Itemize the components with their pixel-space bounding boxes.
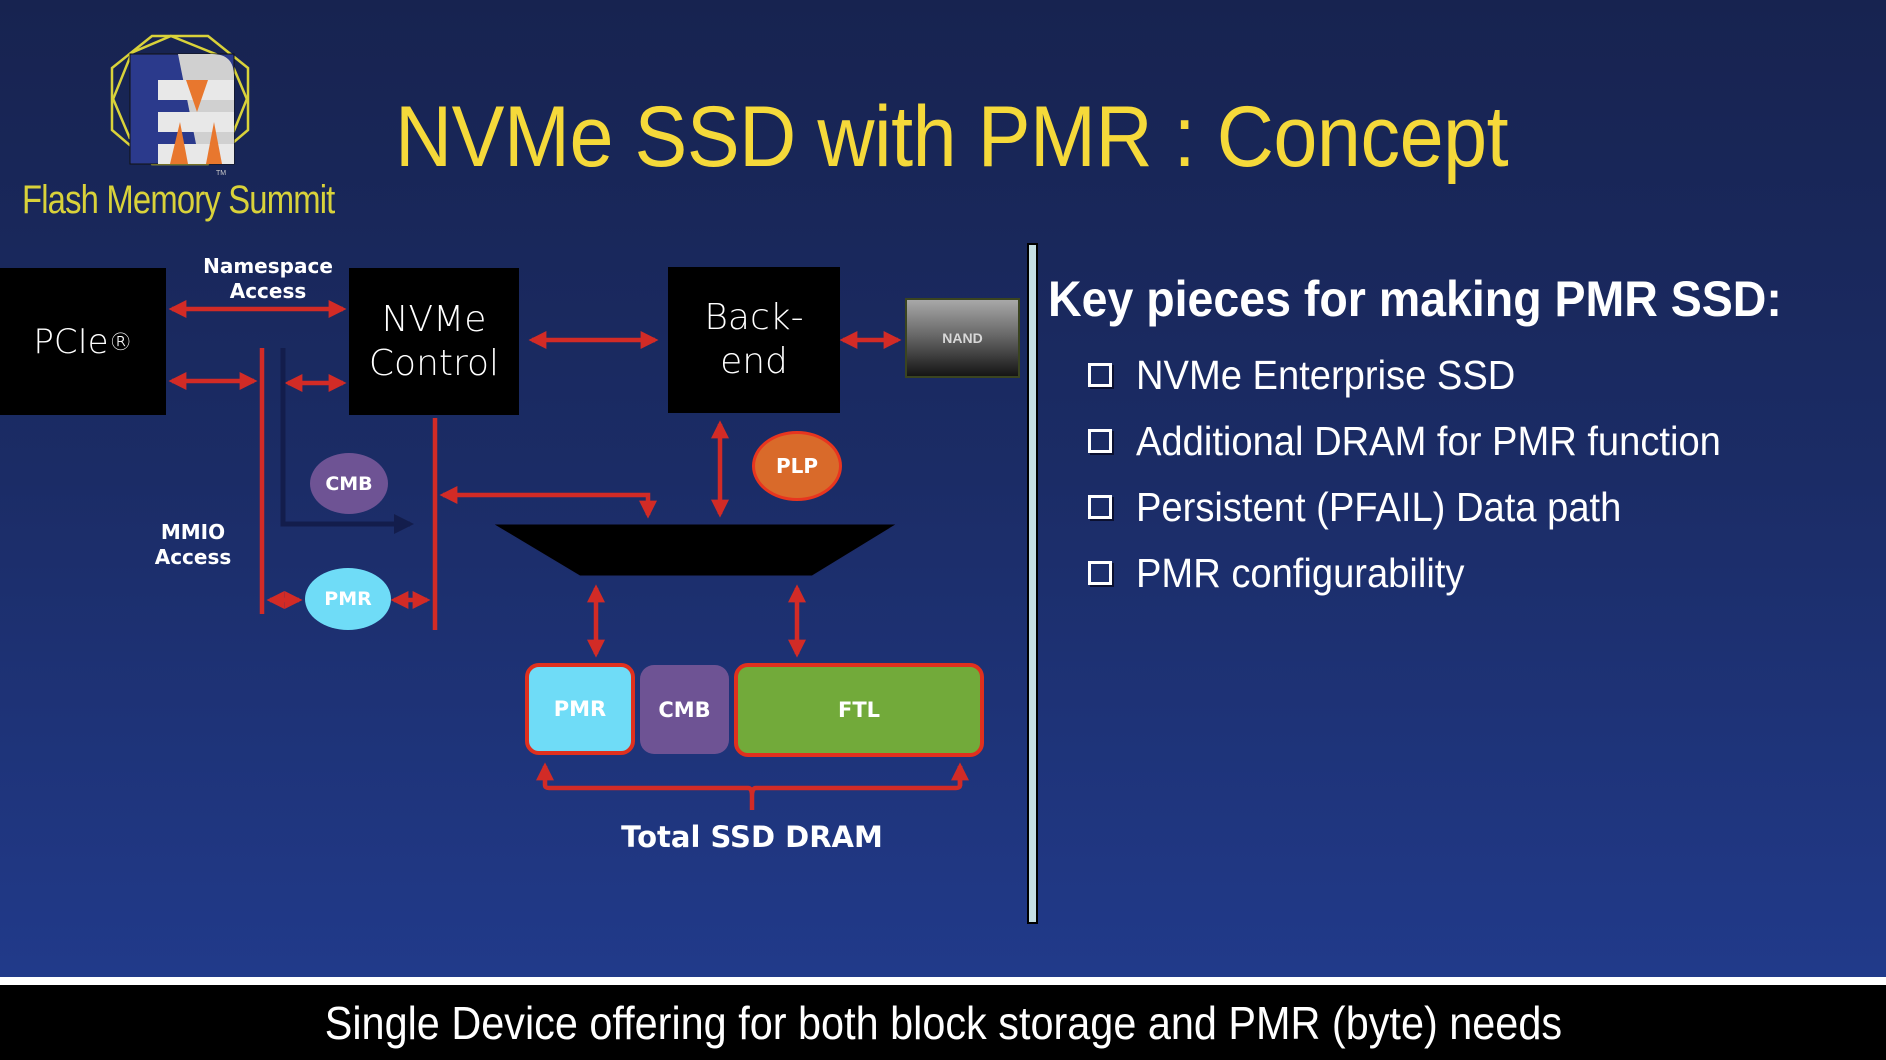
dram-cmb-block: CMB (640, 665, 729, 754)
key-piece-item: Persistent (PFAIL) Data path (1088, 474, 1765, 540)
checkbox-icon (1088, 561, 1112, 585)
footer-text: Single Device offering for both block st… (324, 996, 1562, 1049)
checkbox-icon (1088, 363, 1112, 387)
key-piece-text: NVMe Enterprise SSD (1136, 351, 1516, 398)
namespace-access-line1: Namespace (203, 254, 333, 278)
pcie-label: PCIe (33, 321, 109, 362)
dram-pmr-block: PMR (525, 663, 635, 755)
cmb-data-path (280, 348, 414, 534)
key-piece-text: Persistent (PFAIL) Data path (1136, 483, 1622, 530)
namespace-access-label: Namespace Access (188, 254, 348, 304)
nvme-control-block: NVMe Control (349, 268, 519, 415)
footer-band: Single Device offering for both block st… (0, 985, 1886, 1060)
nvme-control-line2: Control (368, 342, 500, 384)
namespace-access-line2: Access (229, 279, 307, 303)
registered-mark: ® (108, 327, 133, 356)
key-piece-item: NVMe Enterprise SSD (1088, 342, 1765, 408)
checkbox-icon (1088, 495, 1112, 519)
nand-block: NAND (905, 298, 1020, 378)
pcie-block: PCIe® (0, 268, 166, 415)
total-ssd-dram-label: Total SSD DRAM (621, 820, 883, 854)
key-piece-text: Additional DRAM for PMR function (1136, 417, 1721, 464)
key-pieces-heading: Key pieces for making PMR SSD: (1048, 271, 1782, 327)
arrow-mux-to-nvme (439, 486, 657, 519)
mux-trapezoid (491, 523, 899, 577)
dram-ftl-block: FTL (734, 663, 984, 757)
backend-line2: end (720, 341, 788, 382)
footer-divider (0, 977, 1886, 985)
fms-logo: TM (100, 32, 260, 182)
mmio-access-label: MMIO Access (148, 520, 238, 570)
pmr-bubble: PMR (305, 568, 391, 630)
mmio-access-line2: Access (154, 545, 232, 569)
key-piece-text: PMR configurability (1136, 549, 1465, 596)
diagram-connectors (168, 300, 969, 810)
nvme-control-line1: NVMe (381, 298, 487, 340)
vertical-divider (1027, 243, 1038, 924)
plp-bubble: PLP (752, 431, 842, 501)
trademark-mark: TM (216, 170, 226, 177)
backend-block: Back- end (668, 267, 840, 413)
fms-logo-icon: TM (110, 34, 250, 177)
key-piece-item: Additional DRAM for PMR function (1088, 408, 1765, 474)
slide-title: NVMe SSD with PMR : Concept (395, 89, 1509, 185)
logo-text: Flash Memory Summit (22, 178, 335, 222)
backend-line1: Back- (704, 297, 804, 338)
mmio-access-line1: MMIO (160, 520, 226, 544)
total-dram-bracket (545, 766, 963, 810)
checkbox-icon (1088, 429, 1112, 453)
key-pieces-list: NVMe Enterprise SSD Additional DRAM for … (1088, 342, 1765, 606)
key-piece-item: PMR configurability (1088, 540, 1765, 606)
cmb-bubble: CMB (310, 453, 388, 514)
